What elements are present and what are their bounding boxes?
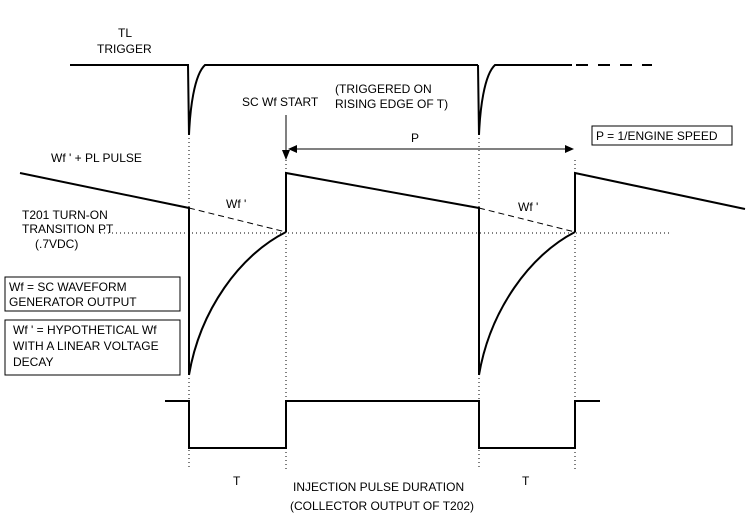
t201-label-line3: (.7VDC) <box>35 237 78 251</box>
tl-trigger-pulse-1 <box>70 64 478 136</box>
triggered-note-line2: RISING EDGE OF T) <box>335 97 448 111</box>
wf-recovery-curve-2 <box>478 231 576 376</box>
t-duration-label-left: T <box>233 474 241 488</box>
wf-definition-box <box>4 276 181 312</box>
wf-prime-definition-line2: WITH A LINEAR VOLTAGE <box>13 339 159 353</box>
wf-prime-linear-decay-2 <box>478 207 576 233</box>
wf-prime-definition-box <box>4 319 181 376</box>
period-definition: P = 1/ENGINE SPEED <box>596 129 718 143</box>
wf-step-and-decay-1 <box>285 171 480 375</box>
injection-pulse-label-line2: (COLLECTOR OUTPUT OF T202) <box>290 499 474 513</box>
period-definition-box <box>591 125 733 146</box>
wf-pl-pulse-label: Wf ' + PL PULSE <box>51 151 142 165</box>
wf-prime-definition-line3: DECAY <box>13 355 53 369</box>
wf-step-and-decay-2 <box>574 171 746 232</box>
tl-trigger-pulse-2 <box>477 64 572 136</box>
wf-prime-label-2: Wf ' <box>518 200 538 214</box>
t201-label-line1: T201 TURN-ON <box>22 208 108 222</box>
tl-trigger-waveform <box>70 64 652 136</box>
sc-wf-start-label: SC Wf START <box>242 95 319 109</box>
wf-definition-line1: Wf = SC WAVEFORM <box>9 280 127 294</box>
trigger-label: TRIGGER <box>97 42 152 56</box>
injection-pulse-label-line1: INJECTION PULSE DURATION <box>293 480 464 494</box>
wf-prime-label-1: Wf ' <box>226 197 246 211</box>
wf-definition-line2: GENERATOR OUTPUT <box>9 295 137 309</box>
period-dimension-arrow <box>288 145 574 153</box>
wf-prime-definition-line1: Wf ' = HYPOTHETICAL Wf <box>13 323 157 337</box>
period-label: P <box>411 131 419 145</box>
sc-wf-start-arrow <box>282 115 290 160</box>
t201-label-line2: TRANSITION PT <box>22 222 114 236</box>
wf-recovery-curve-1 <box>188 231 287 376</box>
t-duration-label-right: T <box>522 474 530 488</box>
time-reference-lines <box>188 138 576 470</box>
injection-pulse-waveform <box>165 400 600 449</box>
wf-prime-linear-decay-1 <box>188 207 287 233</box>
triggered-note-line1: (TRIGGERED ON <box>335 82 432 96</box>
tl-label: TL <box>118 26 132 40</box>
